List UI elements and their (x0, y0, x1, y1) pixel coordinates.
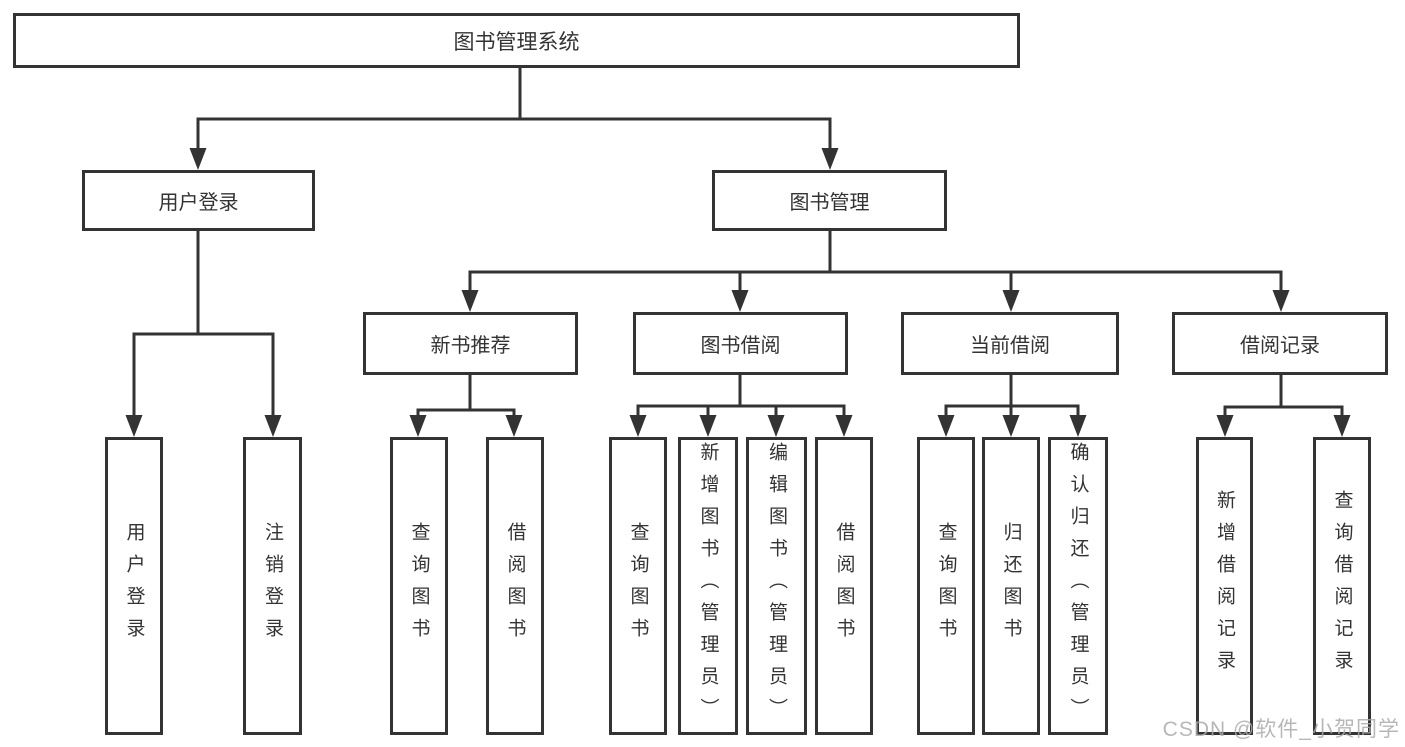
node-label: 归还图书 (1000, 522, 1022, 650)
node-label: 查询借阅记录 (1331, 490, 1353, 682)
node-book-management: 图书管理 (712, 170, 947, 231)
node-label: 编辑图书（管理员） (766, 442, 787, 730)
node-borrow-records: 借阅记录 (1172, 312, 1388, 375)
node-user-login: 用户登录 (82, 170, 315, 231)
leaf-edit-books-admin: 编辑图书（管理员） (746, 437, 807, 735)
node-label: 用户登录 (158, 192, 239, 214)
node-current-borrowing: 当前借阅 (901, 312, 1119, 375)
leaf-logout-login: 注销登录 (243, 437, 302, 735)
node-label: 图书借阅 (700, 335, 781, 357)
node-label: 查询图书 (627, 522, 649, 650)
node-book-borrowing: 图书借阅 (633, 312, 848, 375)
node-label: 借阅图书 (504, 522, 526, 650)
leaf-query-books: 查询图书 (390, 437, 448, 735)
leaf-query-borrow-record: 查询借阅记录 (1313, 437, 1371, 735)
leaf-add-books-admin: 新增图书（管理员） (678, 437, 738, 735)
node-label: 新书推荐 (430, 335, 511, 357)
node-label: 图书管理系统 (453, 30, 580, 54)
leaf-return-books: 归还图书 (982, 437, 1040, 735)
leaf-borrow-books: 借阅图书 (815, 437, 873, 735)
leaf-borrow-books: 借阅图书 (486, 437, 544, 735)
leaf-query-books: 查询图书 (917, 437, 975, 735)
leaf-user-login: 用户登录 (105, 437, 163, 735)
node-library-management-system: 图书管理系统 (13, 13, 1020, 68)
arrowheads (125, 148, 1351, 437)
node-label: 新增图书（管理员） (697, 442, 719, 730)
node-label: 当前借阅 (970, 335, 1050, 357)
node-label: 注销登录 (262, 522, 283, 650)
node-label: 新增借阅记录 (1214, 490, 1235, 682)
node-label: 借阅图书 (833, 522, 855, 650)
leaf-confirm-return-admin: 确认归还（管理员） (1048, 437, 1108, 735)
node-label: 确认归还（管理员） (1067, 442, 1089, 730)
node-new-book-recommend: 新书推荐 (363, 312, 578, 375)
node-label: 查询图书 (408, 522, 430, 650)
node-label: 用户登录 (123, 522, 145, 650)
node-label: 查询图书 (935, 522, 957, 650)
node-label: 借阅记录 (1240, 335, 1320, 357)
leaf-query-books: 查询图书 (609, 437, 667, 735)
leaf-add-borrow-record: 新增借阅记录 (1196, 437, 1253, 735)
node-label: 图书管理 (789, 192, 870, 214)
